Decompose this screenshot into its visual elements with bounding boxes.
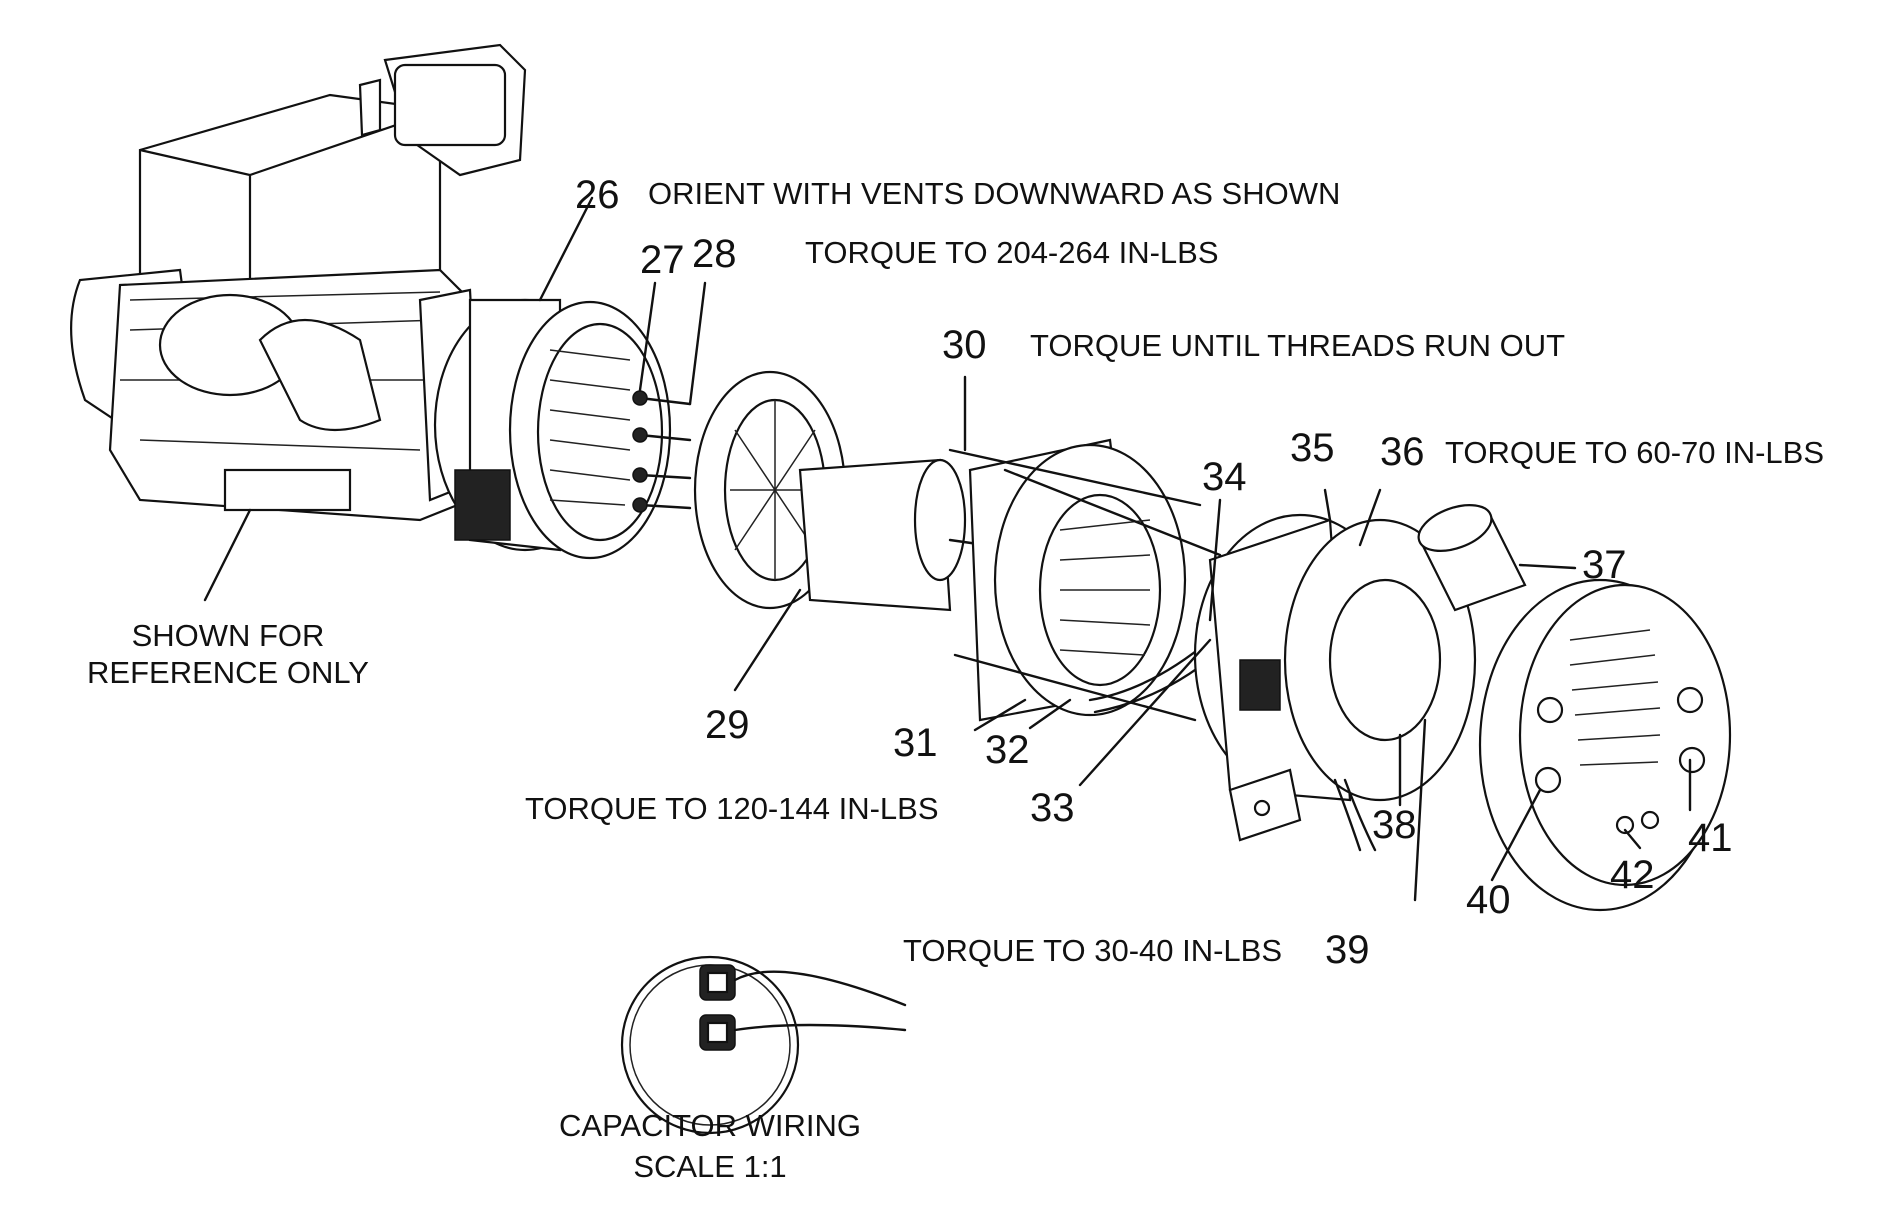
- leader-lines: [538, 196, 1692, 902]
- part-number-34: 34: [1202, 455, 1247, 499]
- part-37-capacitor: [1417, 504, 1527, 612]
- reference-line-2: REFERENCE ONLY: [87, 655, 369, 690]
- part-number-36: 36: [1380, 430, 1425, 474]
- part-number-37: 37: [1582, 543, 1627, 587]
- part-29-rotor-fan: [693, 370, 987, 612]
- part-number-41: 41: [1688, 816, 1733, 860]
- capacitor-caption: CAPACITOR WIRING SCALE 1:1: [545, 1110, 875, 1182]
- note-torque-30-40: TORQUE TO 30-40 IN-LBS: [903, 933, 1283, 968]
- engine-reference-drawing: [70, 43, 527, 602]
- note-torque-60-70: TORQUE TO 60-70 IN-LBS: [1445, 435, 1825, 470]
- capacitor-caption-line-2: SCALE 1:1: [633, 1149, 787, 1184]
- part-26-adapter-housing: [433, 298, 672, 560]
- capacitor-wiring-inset: [620, 955, 907, 1135]
- note-orient-vents: ORIENT WITH VENTS DOWNWARD AS SHOWN: [648, 176, 1341, 211]
- part-number-38: 38: [1372, 803, 1417, 847]
- note-torque-120-144: TORQUE TO 120-144 IN-LBS: [525, 791, 939, 826]
- part-31-stator: [948, 438, 1222, 722]
- part-number-26: 26: [575, 173, 620, 217]
- part-number-27: 27: [640, 238, 685, 282]
- part-number-35: 35: [1290, 426, 1335, 470]
- part-number-29: 29: [705, 703, 750, 747]
- capacitor-caption-line-1: CAPACITOR WIRING: [559, 1108, 861, 1143]
- part-28-bolts: [632, 390, 692, 513]
- part-number-31: 31: [893, 721, 938, 765]
- part-number-28: 28: [692, 232, 737, 276]
- reference-label: SHOWN FOR REFERENCE ONLY: [78, 620, 378, 688]
- part-number-32: 32: [985, 728, 1030, 772]
- note-torque-204-264: TORQUE TO 204-264 IN-LBS: [805, 235, 1219, 270]
- part-number-33: 33: [1030, 786, 1075, 830]
- part-number-40: 40: [1466, 878, 1511, 922]
- reference-line-1: SHOWN FOR: [131, 618, 325, 653]
- part-number-30: 30: [942, 323, 987, 367]
- note-torque-threads: TORQUE UNTIL THREADS RUN OUT: [1030, 328, 1566, 363]
- part-35-end-bell: [1193, 513, 1477, 852]
- part-number-42: 42: [1610, 853, 1655, 897]
- part-number-39: 39: [1325, 928, 1370, 972]
- part-40-end-cover: [1478, 578, 1732, 912]
